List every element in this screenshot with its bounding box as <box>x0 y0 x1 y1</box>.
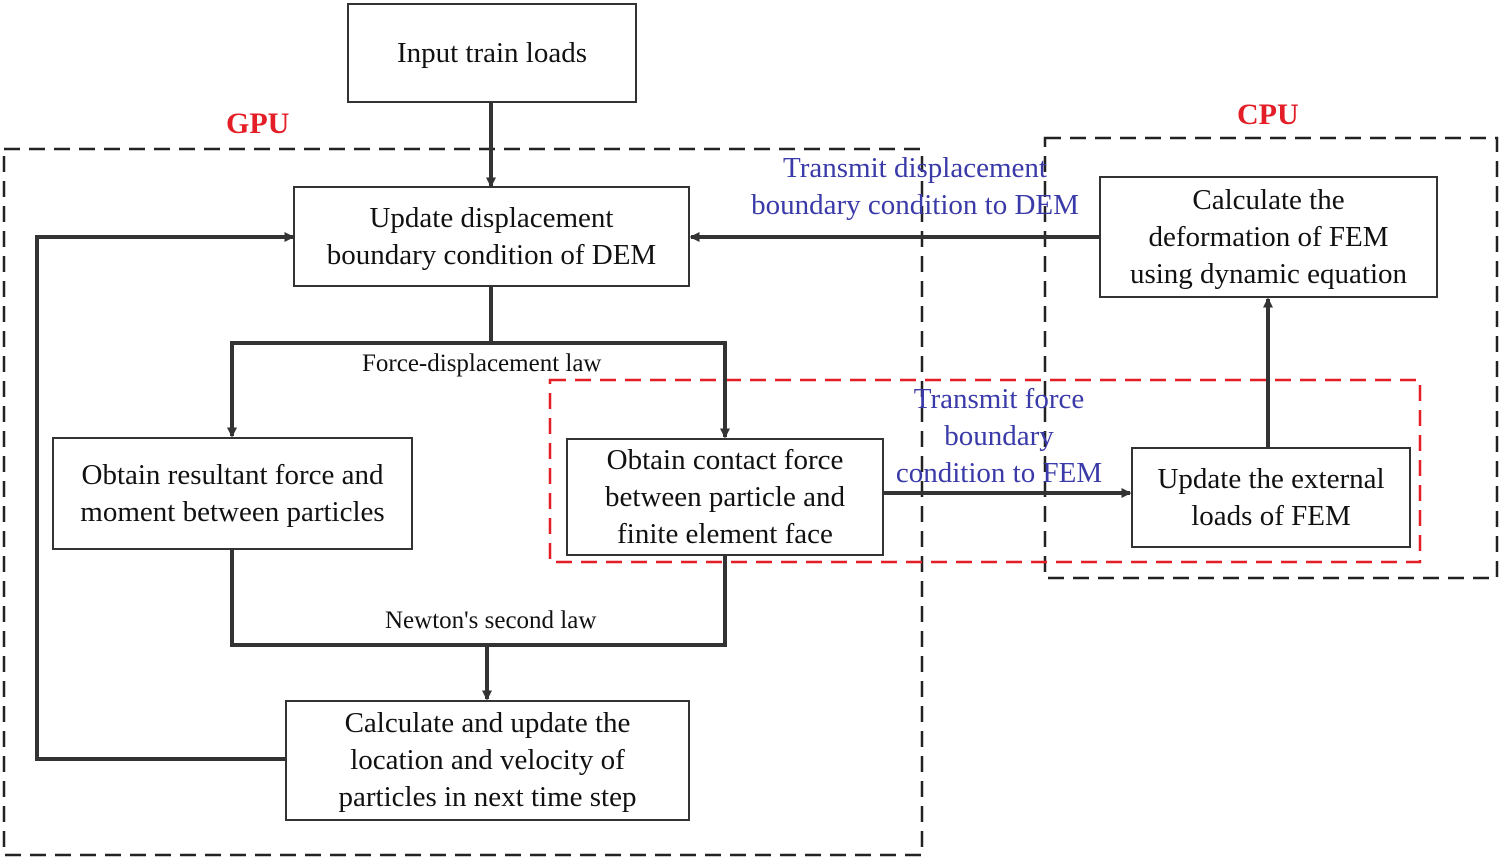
update-ext-line-2: loads of FEM <box>1191 499 1351 532</box>
newton-second-law-label: Newton's second law <box>385 607 597 634</box>
transmit-force-line-1: Transmit force <box>913 383 1085 415</box>
update-box-line-1: Update displacement <box>369 201 614 234</box>
update-ext-line-1: Update the external <box>1157 462 1385 495</box>
calc-fem-line-3: using dynamic equation <box>1129 257 1408 290</box>
calc-fem-line-1: Calculate the <box>1192 183 1345 216</box>
transmit-force-label: Transmit force boundary condition to FEM <box>885 381 1113 492</box>
input-train-loads-box: Input train loads <box>347 3 637 103</box>
shared-region-border <box>548 378 1422 564</box>
contact-box-line-1: Obtain contact force <box>606 443 844 476</box>
input-box-line-1: Input train loads <box>396 36 588 69</box>
calculate-update-box: Calculate and update the location and ve… <box>285 700 690 821</box>
cpu-region-title: CPU <box>1237 98 1299 131</box>
resultant-box-line-1: Obtain resultant force and <box>81 458 384 491</box>
transmit-disp-line-2: boundary condition to DEM <box>751 189 1079 221</box>
transmit-force-line-3: condition to FEM <box>895 457 1103 489</box>
gpu-region-border <box>2 147 924 857</box>
gpu-region-title: GPU <box>226 107 290 140</box>
resultant-force-box: Obtain resultant force and moment betwee… <box>52 437 413 550</box>
connector-merge <box>230 549 727 647</box>
transmit-disp-line-1: Transmit displacement <box>783 152 1047 184</box>
transmit-force-line-2: boundary <box>944 420 1054 452</box>
contact-box-line-2: between particle and <box>605 480 845 513</box>
cpu-region-border <box>1043 136 1499 580</box>
update-box-line-2: boundary condition of DEM <box>326 238 657 271</box>
contact-force-box: Obtain contact force between particle an… <box>566 438 884 556</box>
calc-fem-line-2: deformation of FEM <box>1148 220 1389 253</box>
calc-update-line-2: location and velocity of <box>350 744 625 776</box>
calc-update-line-1: Calculate and update the <box>344 707 631 739</box>
transmit-displacement-label: Transmit displacement boundary condition… <box>738 150 1092 224</box>
connector-update-split <box>232 286 725 345</box>
calc-update-line-3: particles in next time step <box>338 781 637 813</box>
update-external-loads-box: Update the external loads of FEM <box>1131 447 1411 548</box>
contact-box-line-3: finite element face <box>617 517 833 550</box>
force-displacement-law-label: Force-displacement law <box>362 350 602 377</box>
resultant-box-line-2: moment between particles <box>80 495 385 528</box>
calculate-fem-box: Calculate the deformation of FEM using d… <box>1099 176 1438 298</box>
update-displacement-box: Update displacement boundary condition o… <box>293 186 690 287</box>
connector-loop-back <box>35 232 295 761</box>
